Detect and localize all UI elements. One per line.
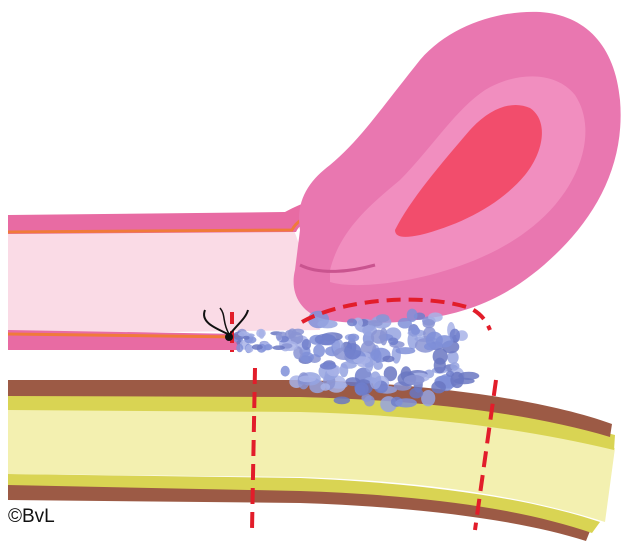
lesion-nodule — [299, 376, 316, 383]
lesion-nodule — [348, 334, 359, 342]
lesion-nodule — [434, 358, 446, 374]
vagina-lumen — [8, 222, 320, 334]
lesion-nodule — [409, 388, 423, 399]
lesion-nodule — [436, 335, 454, 347]
lesion-nodule — [371, 330, 387, 344]
lesion-nodule — [236, 344, 243, 353]
lesion-nodule — [374, 350, 382, 363]
lesion-nodule — [383, 356, 395, 363]
lesion-nodule — [423, 319, 435, 328]
lesion-nodule — [344, 343, 361, 359]
lesion-nodule — [340, 364, 349, 378]
lesion-nodule — [281, 366, 290, 377]
lesion-nodule — [421, 390, 435, 406]
lesion-nodule — [411, 327, 420, 335]
lesion-nodule — [431, 381, 446, 393]
lesion-nodule — [407, 309, 418, 322]
lesion-nodule — [315, 334, 336, 345]
lesion-nodule — [424, 343, 436, 350]
lesion-nodule — [252, 344, 263, 350]
lesion-nodule — [454, 378, 475, 384]
lesion-nodule — [317, 320, 337, 329]
lesion-nodule — [245, 345, 253, 353]
lesion-nodule — [395, 398, 417, 407]
lesion-nodule — [313, 344, 325, 357]
lesion-nodule — [388, 338, 398, 346]
lesion-nodule — [264, 344, 273, 350]
lesion-nodule — [272, 345, 285, 350]
lesion-nodule — [404, 375, 425, 385]
lesion-nodule — [396, 347, 416, 354]
copyright-label: ©BvL — [8, 506, 55, 528]
lesion-nodule — [320, 362, 337, 369]
lesion-nodule — [450, 362, 459, 370]
lesion-nodule — [355, 382, 369, 395]
lesion-nodule — [238, 331, 250, 336]
lesion-nodule — [320, 383, 330, 390]
lesion-nodule — [256, 329, 266, 338]
lesion-nodule — [288, 328, 297, 338]
lesion-nodule — [334, 397, 350, 405]
lesion-nodule — [278, 332, 287, 337]
lesion-nodule — [370, 371, 382, 389]
vagina-upper-wall — [8, 196, 335, 234]
lesion-nodule — [243, 336, 250, 340]
lesion-nodule — [347, 319, 357, 327]
